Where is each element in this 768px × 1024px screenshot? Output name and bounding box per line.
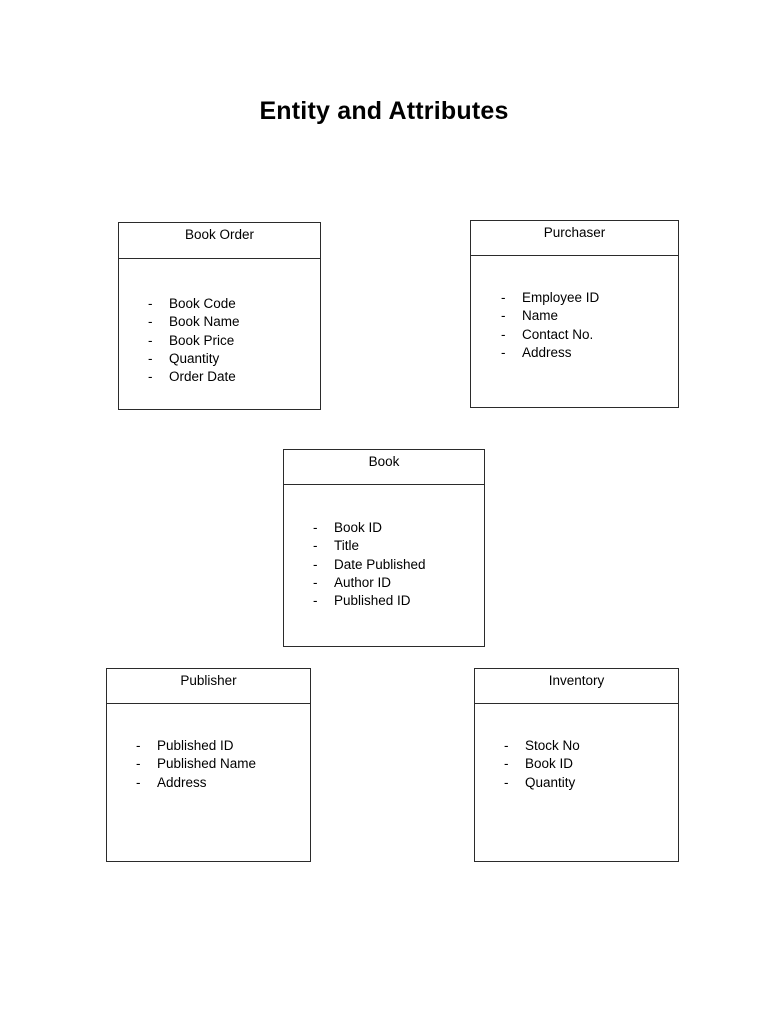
attribute-item: - Address bbox=[136, 774, 310, 792]
attribute-label: Book Price bbox=[169, 332, 235, 348]
attribute-item: - Book Price bbox=[148, 332, 320, 350]
attribute-item: - Published ID bbox=[136, 737, 310, 755]
entity-header-book-order: Book Order bbox=[119, 223, 320, 259]
attribute-label: Published ID bbox=[334, 593, 411, 609]
attribute-item: - Book ID bbox=[504, 755, 678, 773]
attribute-label: Name bbox=[522, 308, 559, 324]
attribute-label: Book Name bbox=[169, 314, 240, 330]
attribute-label: Book ID bbox=[334, 520, 383, 535]
bullet-dash-icon: - bbox=[504, 774, 509, 790]
attribute-label: Title bbox=[334, 538, 360, 554]
attribute-label: Address bbox=[522, 344, 572, 360]
bullet-dash-icon: - bbox=[313, 520, 318, 535]
attribute-item: - Published Name bbox=[136, 755, 310, 773]
attribute-list-inventory: - Stock No - Book ID - Quantity bbox=[504, 737, 678, 792]
attribute-item: - Address bbox=[501, 344, 678, 362]
bullet-dash-icon: - bbox=[504, 738, 509, 753]
attribute-item: - Date Published bbox=[313, 556, 484, 574]
attribute-label: Quantity bbox=[525, 774, 576, 790]
attribute-item: - Quantity bbox=[148, 350, 320, 368]
attribute-item: - Book Code bbox=[148, 295, 320, 313]
entity-box-publisher[interactable]: Publisher - Published ID - Published Nam… bbox=[106, 668, 311, 862]
attribute-item: - Quantity bbox=[504, 774, 678, 792]
bullet-dash-icon: - bbox=[313, 556, 318, 572]
attribute-item: - Book Name bbox=[148, 313, 320, 331]
bullet-dash-icon: - bbox=[148, 350, 153, 366]
entity-box-purchaser[interactable]: Purchaser - Employee ID - Name - Contact… bbox=[470, 220, 679, 408]
page-title: Entity and Attributes bbox=[259, 97, 509, 125]
attribute-item: - Employee ID bbox=[501, 289, 678, 307]
entity-body-book-order: - Book Code - Book Name - Book Price - Q… bbox=[119, 259, 320, 386]
entity-header-publisher: Publisher bbox=[107, 669, 310, 704]
attribute-item: - Stock No bbox=[504, 737, 678, 755]
attribute-item: - Author ID bbox=[313, 574, 484, 592]
bullet-dash-icon: - bbox=[148, 332, 153, 348]
bullet-dash-icon: - bbox=[313, 593, 318, 609]
entity-body-book: - Book ID - Title - Date Published - Aut… bbox=[284, 485, 484, 610]
attribute-item: - Order Date bbox=[148, 368, 320, 386]
bullet-dash-icon: - bbox=[313, 538, 318, 554]
bullet-dash-icon: - bbox=[501, 308, 506, 324]
bullet-dash-icon: - bbox=[501, 290, 506, 305]
bullet-dash-icon: - bbox=[136, 756, 141, 772]
attribute-list-publisher: - Published ID - Published Name - Addres… bbox=[136, 737, 310, 792]
entity-box-inventory[interactable]: Inventory - Stock No - Book ID - Quantit… bbox=[474, 668, 679, 862]
entity-header-inventory: Inventory bbox=[475, 669, 678, 704]
attribute-item: - Name bbox=[501, 307, 678, 325]
attribute-list-book-order: - Book Code - Book Name - Book Price - Q… bbox=[148, 295, 320, 386]
attribute-label: Contact No. bbox=[522, 326, 594, 342]
bullet-dash-icon: - bbox=[313, 574, 318, 590]
attribute-item: - Title bbox=[313, 537, 484, 555]
attribute-label: Stock No bbox=[525, 738, 580, 753]
attribute-label: Published ID bbox=[157, 738, 234, 753]
entity-body-inventory: - Stock No - Book ID - Quantity bbox=[475, 704, 678, 792]
attribute-label: Book Code bbox=[169, 296, 236, 311]
entity-box-book-order[interactable]: Book Order - Book Code - Book Name - Boo… bbox=[118, 222, 321, 410]
bullet-dash-icon: - bbox=[501, 344, 506, 360]
entity-body-publisher: - Published ID - Published Name - Addres… bbox=[107, 704, 310, 792]
attribute-label: Employee ID bbox=[522, 290, 600, 305]
attribute-label: Quantity bbox=[169, 350, 220, 366]
bullet-dash-icon: - bbox=[501, 326, 506, 342]
entity-box-book[interactable]: Book - Book ID - Title - Date Published … bbox=[283, 449, 485, 647]
bullet-dash-icon: - bbox=[504, 756, 509, 772]
attribute-label: Author ID bbox=[334, 574, 392, 590]
attribute-label: Published Name bbox=[157, 756, 257, 772]
attribute-item: - Book ID bbox=[313, 519, 484, 537]
attribute-label: Order Date bbox=[169, 369, 236, 385]
entity-header-book: Book bbox=[284, 450, 484, 485]
attribute-item: - Contact No. bbox=[501, 326, 678, 344]
attribute-item: - Published ID bbox=[313, 592, 484, 610]
attribute-label: Book ID bbox=[525, 756, 574, 772]
attribute-label: Address bbox=[157, 774, 207, 790]
attribute-list-purchaser: - Employee ID - Name - Contact No. - Add… bbox=[501, 289, 678, 362]
entity-body-purchaser: - Employee ID - Name - Contact No. - Add… bbox=[471, 256, 678, 362]
bullet-dash-icon: - bbox=[148, 314, 153, 330]
attribute-label: Date Published bbox=[334, 556, 426, 572]
bullet-dash-icon: - bbox=[136, 774, 141, 790]
bullet-dash-icon: - bbox=[136, 738, 141, 753]
entity-header-purchaser: Purchaser bbox=[471, 221, 678, 256]
bullet-dash-icon: - bbox=[148, 296, 153, 311]
attribute-list-book: - Book ID - Title - Date Published - Aut… bbox=[313, 519, 484, 610]
bullet-dash-icon: - bbox=[148, 369, 153, 385]
